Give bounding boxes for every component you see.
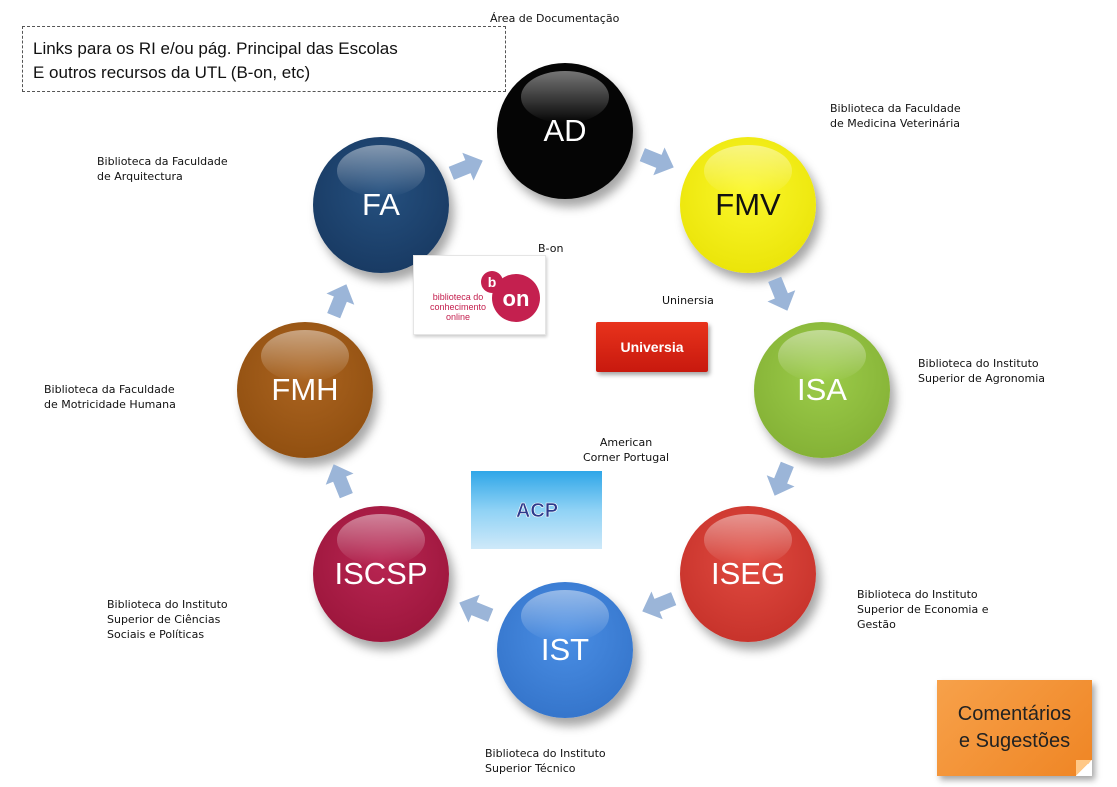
fa-desc-line-2: de Arquitectura [97, 170, 183, 183]
node-ist-label: IST [540, 632, 590, 667]
note-line-2: E outros recursos da UTL (B-on, etc) [33, 63, 311, 82]
universia-logo-text: Universia [620, 339, 684, 355]
node-fmh-label: FMH [271, 372, 339, 407]
node-iscsp[interactable]: ISCSP [313, 506, 449, 642]
fmv-description: Biblioteca da Faculdade de Medicina Vete… [830, 101, 961, 131]
comments-suggestions-button[interactable]: Comentários e Sugestões [937, 680, 1092, 776]
bon-logo-word: on [503, 286, 530, 311]
iscsp-desc-line-1: Biblioteca do Instituto [107, 598, 228, 611]
universia-caption: Uninersia [662, 294, 714, 307]
ist-desc-line-2: Superior Técnico [485, 762, 576, 775]
ad-desc-line-1: Área de Documentação [490, 12, 620, 25]
bon-caption: B-on [538, 242, 564, 255]
ad-description: Área de Documentação [490, 11, 619, 26]
fmv-desc-line-2: de Medicina Veterinária [830, 117, 960, 130]
node-iseg[interactable]: ISEG [680, 506, 816, 642]
iseg-description: Biblioteca do Instituto Superior de Econ… [857, 587, 988, 632]
bon-logo[interactable]: b on biblioteca do conhecimento online [413, 255, 546, 335]
node-fmv-label: FMV [715, 187, 781, 222]
isa-desc-line-1: Biblioteca do Instituto [918, 357, 1039, 370]
isa-description: Biblioteca do Instituto Superior de Agro… [918, 356, 1045, 386]
node-fmv[interactable]: FMV [680, 137, 816, 273]
bon-logo-text-3: online [446, 312, 470, 322]
bon-large-circle [492, 274, 540, 322]
fmv-desc-line-1: Biblioteca da Faculdade [830, 102, 961, 115]
node-iseg-label: ISEG [710, 556, 786, 591]
universia-logo[interactable]: Universia [596, 322, 708, 372]
bon-logo-text-2: conhecimento [430, 302, 486, 312]
arrow-iseg-ist [636, 583, 680, 627]
arrow-ist-iscsp [453, 587, 497, 631]
node-ad[interactable]: AD [497, 63, 633, 199]
ist-desc-line-1: Biblioteca do Instituto [485, 747, 606, 760]
comments-line-1: Comentários [957, 703, 1072, 725]
fa-description: Biblioteca da Faculdade de Arquitectura [97, 154, 228, 184]
node-fa-label: FA [362, 187, 400, 222]
bon-logo-graphic: b on biblioteca do conhecimento online [430, 271, 540, 322]
fa-desc-line-1: Biblioteca da Faculdade [97, 155, 228, 168]
iseg-desc-line-2: Superior de Economia e [857, 603, 989, 616]
sticky-fold-corner [1076, 760, 1092, 776]
arrow-ad-fmv [636, 139, 680, 183]
isa-desc-line-2: Superior de Agronomia [918, 372, 1046, 385]
ist-description: Biblioteca do Instituto Superior Técnico [485, 746, 606, 776]
node-fmh[interactable]: FMH [237, 322, 373, 458]
node-iscsp-label: ISCSP [334, 556, 428, 591]
acp-logo[interactable]: ACP [471, 471, 602, 549]
arrow-isa-iseg [759, 458, 803, 502]
comments-line-2: e Sugestões [958, 730, 1071, 752]
note-line-1: Links para os RI e/ou pág. Principal das… [33, 39, 398, 58]
node-isa-label: ISA [797, 372, 847, 407]
fmh-desc-line-1: Biblioteca da Faculdade [44, 383, 175, 396]
fmh-description: Biblioteca da Faculdade de Motricidade H… [44, 382, 176, 412]
arrow-fmv-isa [759, 273, 803, 317]
arrow-fmh-fa [318, 278, 362, 322]
node-fa[interactable]: FA [313, 137, 449, 273]
node-isa[interactable]: ISA [754, 322, 890, 458]
acp-logo-text: ACP [515, 500, 557, 522]
iscsp-desc-line-3: Sociais e Políticas [107, 628, 205, 641]
arrow-iscsp-fmh [318, 458, 362, 502]
bon-logo-text-1: biblioteca do [433, 292, 484, 302]
iseg-desc-line-1: Biblioteca do Instituto [857, 588, 978, 601]
arrow-fa-ad [445, 145, 489, 189]
iseg-desc-line-3: Gestão [857, 618, 896, 631]
acp-caption-line-2: Corner Portugal [583, 451, 670, 464]
links-note-box: Links para os RI e/ou pág. Principal das… [22, 26, 506, 92]
acp-caption-line-1: American [599, 436, 653, 449]
fmh-desc-line-2: de Motricidade Humana [44, 398, 176, 411]
bon-logo-letter: b [488, 274, 497, 290]
iscsp-description: Biblioteca do Instituto Superior de Ciên… [107, 597, 228, 642]
node-ad-label: AD [543, 113, 587, 148]
acp-caption: American Corner Portugal [583, 435, 669, 465]
acp-logo-graphic: ACP [515, 500, 558, 523]
iscsp-desc-line-2: Superior de Ciências [107, 613, 221, 626]
node-ist[interactable]: IST [497, 582, 633, 718]
